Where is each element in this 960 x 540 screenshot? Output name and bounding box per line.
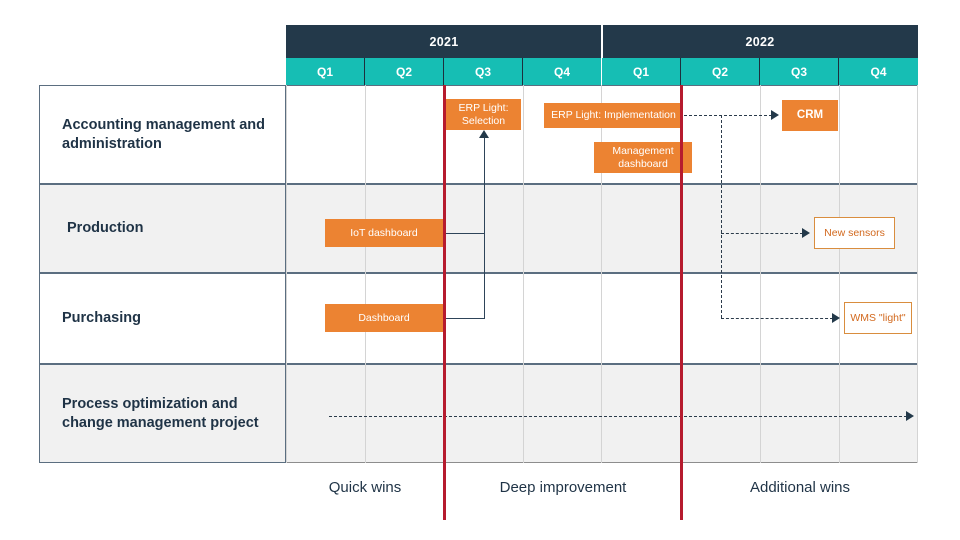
task-bar-iot-dashboard[interactable]: IoT dashboard bbox=[325, 219, 443, 247]
row-label-production: Production bbox=[39, 184, 286, 273]
year-divider bbox=[601, 25, 603, 58]
year-header-2022: 2022 bbox=[602, 25, 918, 58]
connector-arrow-into-erp-selection bbox=[479, 130, 489, 138]
row-label-process-optimization-text: Process optimization and change manageme… bbox=[62, 396, 259, 431]
task-bar-erp-light-implementation[interactable]: ERP Light: Implementation bbox=[544, 103, 683, 128]
quarter-header-2022-q1: Q1 bbox=[602, 58, 681, 85]
row-label-purchasing: Purchasing bbox=[39, 273, 286, 364]
quarter-header-2021-q1: Q1 bbox=[286, 58, 365, 85]
quarter-header-2022-q3: Q3 bbox=[760, 58, 839, 85]
phase-label-deep-improvement: Deep improvement bbox=[499, 479, 627, 496]
quarter-header-2021-q3: Q3 bbox=[444, 58, 523, 85]
row-label-production-text: Production bbox=[67, 220, 144, 237]
gridline-grid-left-edge bbox=[286, 85, 287, 463]
task-bar-dashboard[interactable]: Dashboard bbox=[325, 304, 443, 332]
gridline-q1-q2-2021 bbox=[365, 85, 366, 463]
gridline-q3-q4-2021 bbox=[523, 85, 524, 463]
row-band-process-optimization bbox=[286, 364, 918, 463]
connector-arrow-into-wms bbox=[832, 313, 840, 323]
connector-branch-to-new-sensors bbox=[721, 233, 803, 234]
gridline-q3-q4-2022 bbox=[839, 85, 840, 463]
connector-arrow-process-optimization-end bbox=[906, 411, 914, 421]
connector-iot-to-erp-horizontal bbox=[443, 233, 485, 234]
connector-arrow-into-new-sensors bbox=[802, 228, 810, 238]
phase-label-quick-wins: Quick wins bbox=[328, 479, 402, 496]
connector-branch-to-wms bbox=[721, 318, 833, 319]
task-bar-crm[interactable]: CRM bbox=[782, 100, 838, 131]
row-label-process-optimization: Process optimization and change manageme… bbox=[39, 364, 286, 463]
connector-branch-vertical bbox=[721, 115, 722, 318]
connector-dashboard-to-erp-horizontal bbox=[443, 318, 485, 319]
phase-label-additional-wins: Additional wins bbox=[749, 479, 851, 496]
quarter-header-2021-q2: Q2 bbox=[365, 58, 444, 85]
row-label-purchasing-text: Purchasing bbox=[62, 310, 141, 327]
connector-erp-to-crm-horizontal bbox=[684, 115, 772, 116]
quarter-header-2022-q2: Q2 bbox=[681, 58, 760, 85]
milestone-line-quick-wins-end bbox=[443, 85, 446, 520]
gridline-year-boundary bbox=[601, 85, 602, 463]
connector-process-optimization-timeline bbox=[329, 416, 907, 417]
milestone-line-deep-improvement-end bbox=[680, 85, 683, 520]
quarter-header-2022-q4: Q4 bbox=[839, 58, 918, 85]
gridline-q2-q3-2022 bbox=[760, 85, 761, 463]
task-bar-management-dashboard[interactable]: Management dashboard bbox=[594, 142, 692, 173]
row-label-accounting-text: Accounting management and administration bbox=[62, 117, 266, 152]
task-bar-new-sensors[interactable]: New sensors bbox=[814, 217, 895, 249]
gridline-grid-right-edge bbox=[917, 85, 918, 463]
quarter-header-2021-q4: Q4 bbox=[523, 58, 601, 85]
connector-riser-to-erp-vertical bbox=[484, 137, 485, 319]
year-header-2021: 2021 bbox=[286, 25, 602, 58]
connector-arrow-into-crm bbox=[771, 110, 779, 120]
task-bar-wms-light[interactable]: WMS "light" bbox=[844, 302, 912, 334]
row-label-accounting: Accounting management and administration bbox=[39, 85, 286, 184]
task-bar-erp-light-selection[interactable]: ERP Light: Selection bbox=[446, 99, 521, 130]
